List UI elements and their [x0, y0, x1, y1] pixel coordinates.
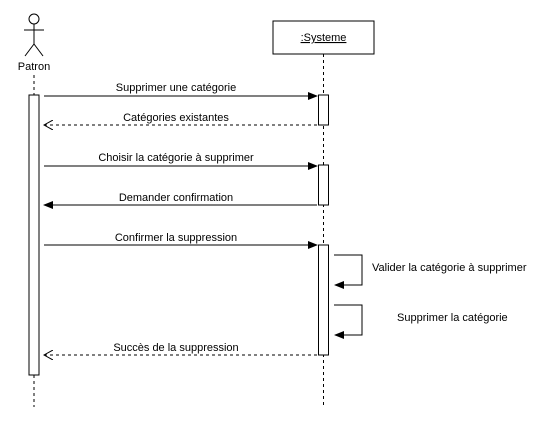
message-confirmer-suppression: Confirmer la suppression — [44, 232, 318, 249]
self-message-valider: Valider la catégorie à supprimer — [334, 254, 527, 289]
system-activation-bar — [318, 244, 329, 356]
system-activation-bar — [318, 94, 329, 126]
system-box — [272, 20, 375, 55]
message-label: Choisir la catégorie à supprimer — [98, 152, 254, 164]
self-message-label: Supprimer la catégorie — [397, 312, 508, 324]
actor-patron: Patron — [18, 13, 50, 73]
self-message-supprimer: Supprimer la catégorie — [334, 304, 508, 339]
stick-figure-icon — [24, 13, 44, 57]
system-participant: :Systeme — [272, 20, 375, 55]
message-label: Catégories existantes — [123, 112, 229, 124]
actor-activation-bar — [28, 94, 40, 376]
system-label: :Systeme — [301, 32, 347, 44]
self-message-label: Valider la catégorie à supprimer — [372, 262, 527, 274]
message-label: Supprimer une catégorie — [116, 82, 236, 94]
actor-label: Patron — [18, 61, 50, 73]
message-choisir-categorie: Choisir la catégorie à supprimer — [44, 152, 318, 170]
message-label: Confirmer la suppression — [115, 232, 237, 244]
message-supprimer-categorie: Supprimer une catégorie — [44, 82, 318, 100]
message-label: Succès de la suppression — [113, 342, 238, 354]
self-call-arrow — [334, 304, 363, 339]
message-categories-existantes: Catégories existantes — [44, 112, 317, 125]
self-call-arrow — [334, 254, 363, 289]
message-demander-confirmation: Demander confirmation — [43, 192, 317, 209]
system-activation-bar — [318, 164, 329, 206]
message-succes-suppression: Succès de la suppression — [44, 342, 317, 355]
message-label: Demander confirmation — [119, 192, 233, 204]
